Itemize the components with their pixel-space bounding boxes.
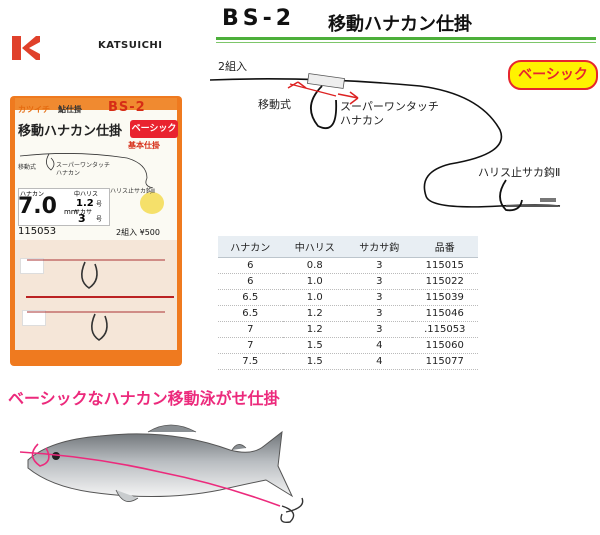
package-hook-label: ハリス止サカ鈎Ⅱ — [110, 188, 155, 195]
table-cell: 115039 — [411, 289, 478, 306]
package-model: BS-2 — [108, 100, 146, 115]
product-name: 移動ハナカン仕掛 — [328, 14, 472, 35]
package-rig-diagram — [19, 153, 154, 188]
table-cell: 1.5 — [282, 337, 347, 354]
diagram-hook-label: ハリス止サカ鈎Ⅱ — [478, 166, 561, 179]
brand-name: KATSUICHI — [98, 40, 163, 51]
rig-diagram — [210, 73, 561, 212]
table-cell: 6.5 — [218, 289, 283, 306]
package-product-code: 115053 — [18, 226, 57, 237]
col-code: 品番 — [411, 236, 478, 258]
package-hana-unit: mm — [64, 208, 78, 216]
package-hook-card-2 — [22, 310, 46, 326]
table-cell: 7.5 — [218, 353, 283, 370]
katsuichi-k-logo-icon — [12, 36, 40, 60]
table-cell: 1.2 — [282, 305, 347, 322]
table-cell: 3 — [347, 257, 412, 274]
package-nakahari-value: 1.2 — [76, 198, 94, 209]
table-cell: 1.2 — [282, 321, 347, 338]
table-cell: 1.5 — [282, 353, 347, 370]
table-cell: 7 — [218, 321, 283, 338]
fish-illustration — [20, 424, 304, 524]
package-hook-highlight — [140, 192, 164, 214]
table-cell: 6.5 — [218, 305, 283, 322]
table-cell: 115046 — [411, 305, 478, 322]
table-cell: 4 — [347, 353, 412, 370]
table-cell: 3 — [347, 321, 412, 338]
header-divider-thin — [216, 42, 596, 43]
pack-quantity: 2組入 — [218, 60, 247, 73]
basic-badge: ベーシック — [508, 60, 598, 90]
package-title: 移動ハナカン仕掛 — [18, 124, 123, 139]
package-hana-value: 7.0 — [18, 194, 57, 219]
table-cell: .115053 — [411, 321, 478, 338]
package-hook-card-1 — [20, 258, 44, 274]
table-cell: 3 — [347, 273, 412, 290]
package-basic-badge: ベーシック — [130, 120, 178, 138]
table-cell: 4 — [347, 337, 412, 354]
table-cell: 115022 — [411, 273, 478, 290]
caption-title: ベーシックなハナカン移動泳がせ仕掛 — [8, 389, 280, 408]
diagram-movable-label: 移動式 — [258, 98, 291, 111]
table-cell: 6 — [218, 257, 283, 274]
package-sakasa-label: サカサ — [74, 209, 93, 216]
package-tag-onetouch: スーパーワンタッチ ハナカン — [56, 162, 110, 177]
table-cell: 115060 — [411, 337, 478, 354]
table-cell: 7 — [218, 337, 283, 354]
col-nakahari: 中ハリス — [282, 236, 347, 258]
header-divider — [216, 37, 596, 40]
package-brand: カツイチ — [18, 105, 50, 114]
package-tag-movable: 移動式 — [18, 164, 37, 171]
table-cell: 115077 — [411, 353, 478, 370]
package-sakasa-value: 3 — [78, 212, 86, 225]
table-cell: 0.8 — [282, 257, 347, 274]
package-top-strip — [15, 98, 177, 110]
package-basic-sub: 基本仕掛 — [128, 141, 160, 150]
package-nakahari-unit: 号 — [96, 201, 103, 208]
package-hana-label: ハナカン — [20, 191, 45, 198]
diagram-onetouch-label: スーパーワンタッチ ハナカン — [340, 100, 439, 127]
package-spec-box — [18, 188, 110, 226]
package-price: 2組入 ¥500 — [116, 228, 160, 237]
table-cell: 3 — [347, 289, 412, 306]
package-hooks-photo — [27, 259, 165, 341]
package-nakahari-label: 中ハリス — [74, 191, 99, 198]
model-number: BS-2 — [222, 6, 296, 31]
package-line — [26, 296, 174, 298]
table-header-row: ハナカン 中ハリス サカサ鈎 品番 — [218, 236, 478, 258]
package-sakasa-unit: 号 — [96, 216, 103, 223]
package-kind: 鮎仕掛 — [58, 105, 82, 114]
table-cell: 1.0 — [282, 289, 347, 306]
table-cell: 6 — [218, 273, 283, 290]
table-cell: 1.0 — [282, 273, 347, 290]
col-sakasa: サカサ鈎 — [347, 236, 412, 258]
table-cell: 3 — [347, 305, 412, 322]
col-hanakan: ハナカン — [218, 236, 283, 258]
table-cell: 115015 — [411, 257, 478, 274]
